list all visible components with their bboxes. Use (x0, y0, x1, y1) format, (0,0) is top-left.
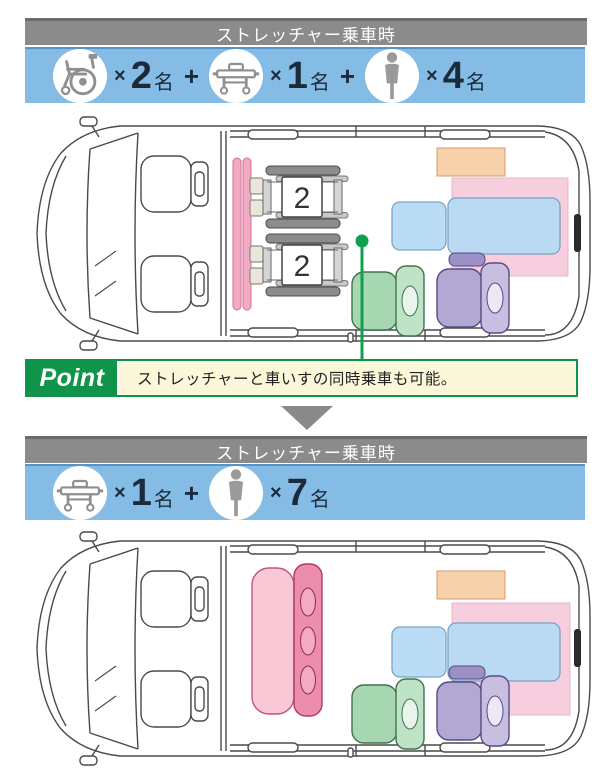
unit-label: 名 (309, 71, 330, 94)
stretcher (391, 197, 561, 255)
wheelchair-icon (53, 49, 107, 103)
unit-label: 名 (153, 71, 174, 94)
stretcher-count: 1 (286, 55, 308, 97)
equipment-cabinet (436, 147, 506, 177)
bench-seat (251, 563, 323, 717)
front-passenger-seat (140, 570, 209, 628)
stretcher-icon (53, 466, 107, 520)
down-arrow-icon (281, 406, 333, 430)
folded-seat-strips (232, 157, 252, 311)
equipment-cabinet (436, 570, 506, 600)
wheelchair-position-1 (249, 165, 349, 229)
point-pointer-line (355, 234, 369, 359)
plus-symbol: + (339, 60, 356, 91)
times-symbol: × (270, 481, 282, 504)
rear-door-handle (574, 629, 581, 667)
wheelchair-1-label: 2 (294, 182, 311, 215)
person-count: 7 (286, 472, 308, 514)
plus-symbol: + (183, 477, 200, 508)
wheelchair-2-label: 2 (294, 250, 311, 283)
stretcher-icon (209, 49, 264, 103)
point-callout: Point ストレッチャーと車いすの同時乗車も可能。 (25, 359, 578, 397)
attendant-seat-purple (436, 252, 510, 334)
front-passenger-seat (140, 155, 209, 213)
front-driver-seat (140, 670, 209, 728)
van-top-view-1: 2 2 (36, 116, 591, 359)
rear-door-handle (574, 214, 581, 252)
wheelchair-count: 2 (130, 55, 152, 97)
unit-label: 名 (153, 488, 174, 511)
times-symbol: × (426, 64, 438, 87)
van-top-view-2 (36, 531, 591, 766)
person-count: 4 (442, 55, 464, 97)
times-symbol: × (114, 481, 126, 504)
section2-header: ストレッチャー乗車時 (25, 436, 587, 463)
section1-header: ストレッチャー乗車時 (25, 18, 587, 45)
attendant-seat-green (351, 678, 425, 750)
person-icon (365, 49, 420, 103)
section1-capacity-band: × 2 名 + × 1 名 + (25, 47, 585, 103)
person-icon (209, 466, 264, 520)
point-badge: Point (27, 361, 119, 395)
unit-label: 名 (309, 488, 330, 511)
unit-label: 名 (465, 71, 486, 94)
section2-header-label: ストレッチャー乗車時 (216, 443, 396, 463)
attendant-seat-purple (436, 665, 510, 747)
point-text: ストレッチャーと車いすの同時乗車も可能。 (137, 371, 457, 388)
wheelchair-position-2 (249, 233, 349, 297)
stretcher-count: 1 (130, 472, 152, 514)
times-symbol: × (114, 64, 126, 87)
section2-capacity-band: × 1 名 + × 7 名 (25, 464, 585, 520)
times-symbol: × (270, 64, 282, 87)
plus-symbol: + (183, 60, 200, 91)
section1-header-label: ストレッチャー乗車時 (216, 25, 396, 45)
front-driver-seat (140, 255, 209, 313)
